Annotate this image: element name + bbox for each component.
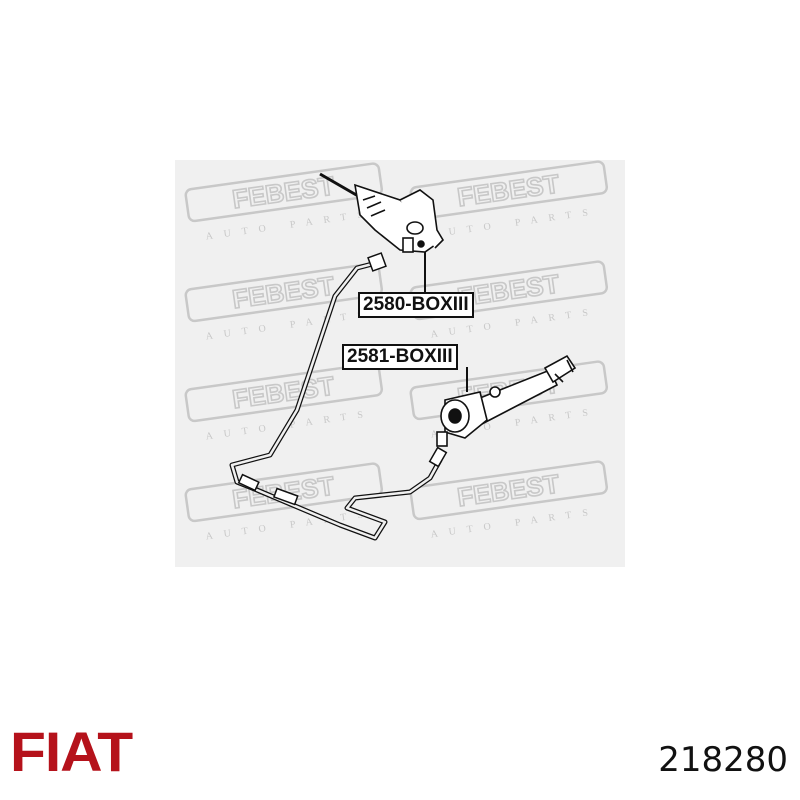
master-cylinder: [319, 172, 445, 253]
part-callout-2581: 2581-BOXIII: [342, 344, 458, 370]
callout-leaders: [424, 252, 468, 392]
slave-cylinder: [436, 354, 577, 447]
svg-text:AUTO PARTS: AUTO PARTS: [430, 206, 600, 241]
brand-logo: FIAT: [10, 720, 133, 783]
part-callout-2580: 2580-BOXIII: [358, 292, 474, 318]
line-fittings: [237, 252, 448, 506]
hydraulic-line-fill: [230, 260, 442, 540]
svg-text:AUTO PARTS: AUTO PARTS: [205, 208, 375, 243]
svg-text:AUTO PARTS: AUTO PARTS: [205, 508, 375, 543]
svg-text:AUTO PARTS: AUTO PARTS: [430, 506, 600, 541]
part-number: 218280: [658, 740, 788, 780]
svg-text:AUTO PARTS: AUTO PARTS: [205, 308, 375, 343]
